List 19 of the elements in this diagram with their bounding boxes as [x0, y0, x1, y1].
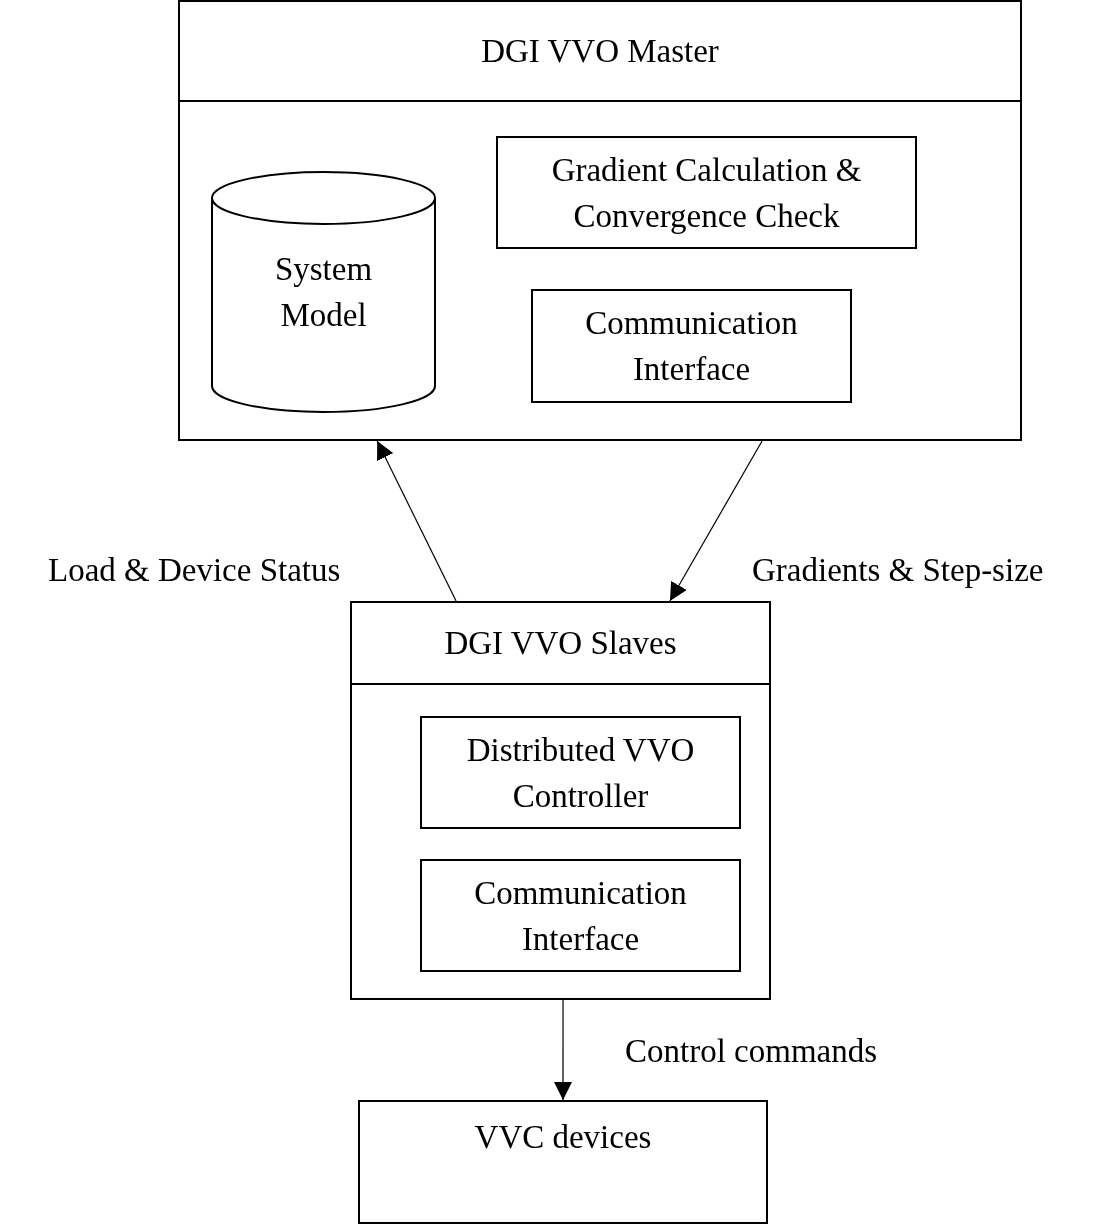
module-box — [358, 1100, 768, 1224]
node-label: VVC devices — [473, 1118, 653, 1157]
node-label: System Model — [273, 250, 374, 335]
component-panel — [178, 0, 1022, 441]
panel-title: DGI VVO Master — [480, 32, 720, 71]
node-label: Gradient Calculation & Convergence Check — [550, 150, 863, 236]
component-panel — [350, 601, 771, 1000]
module-box — [531, 289, 852, 403]
module-box — [420, 859, 741, 972]
node-label: Communication Interface — [473, 873, 688, 959]
module-box — [496, 136, 917, 249]
arrow — [376, 440, 457, 602]
node-label: Distributed VVO Controller — [465, 730, 696, 816]
arrow — [669, 440, 763, 602]
module-box — [420, 716, 741, 829]
panel-title: DGI VVO Slaves — [443, 624, 678, 663]
database-cylinder — [211, 172, 436, 412]
arrow — [554, 999, 572, 1101]
node-label: Communication Interface — [584, 304, 799, 389]
